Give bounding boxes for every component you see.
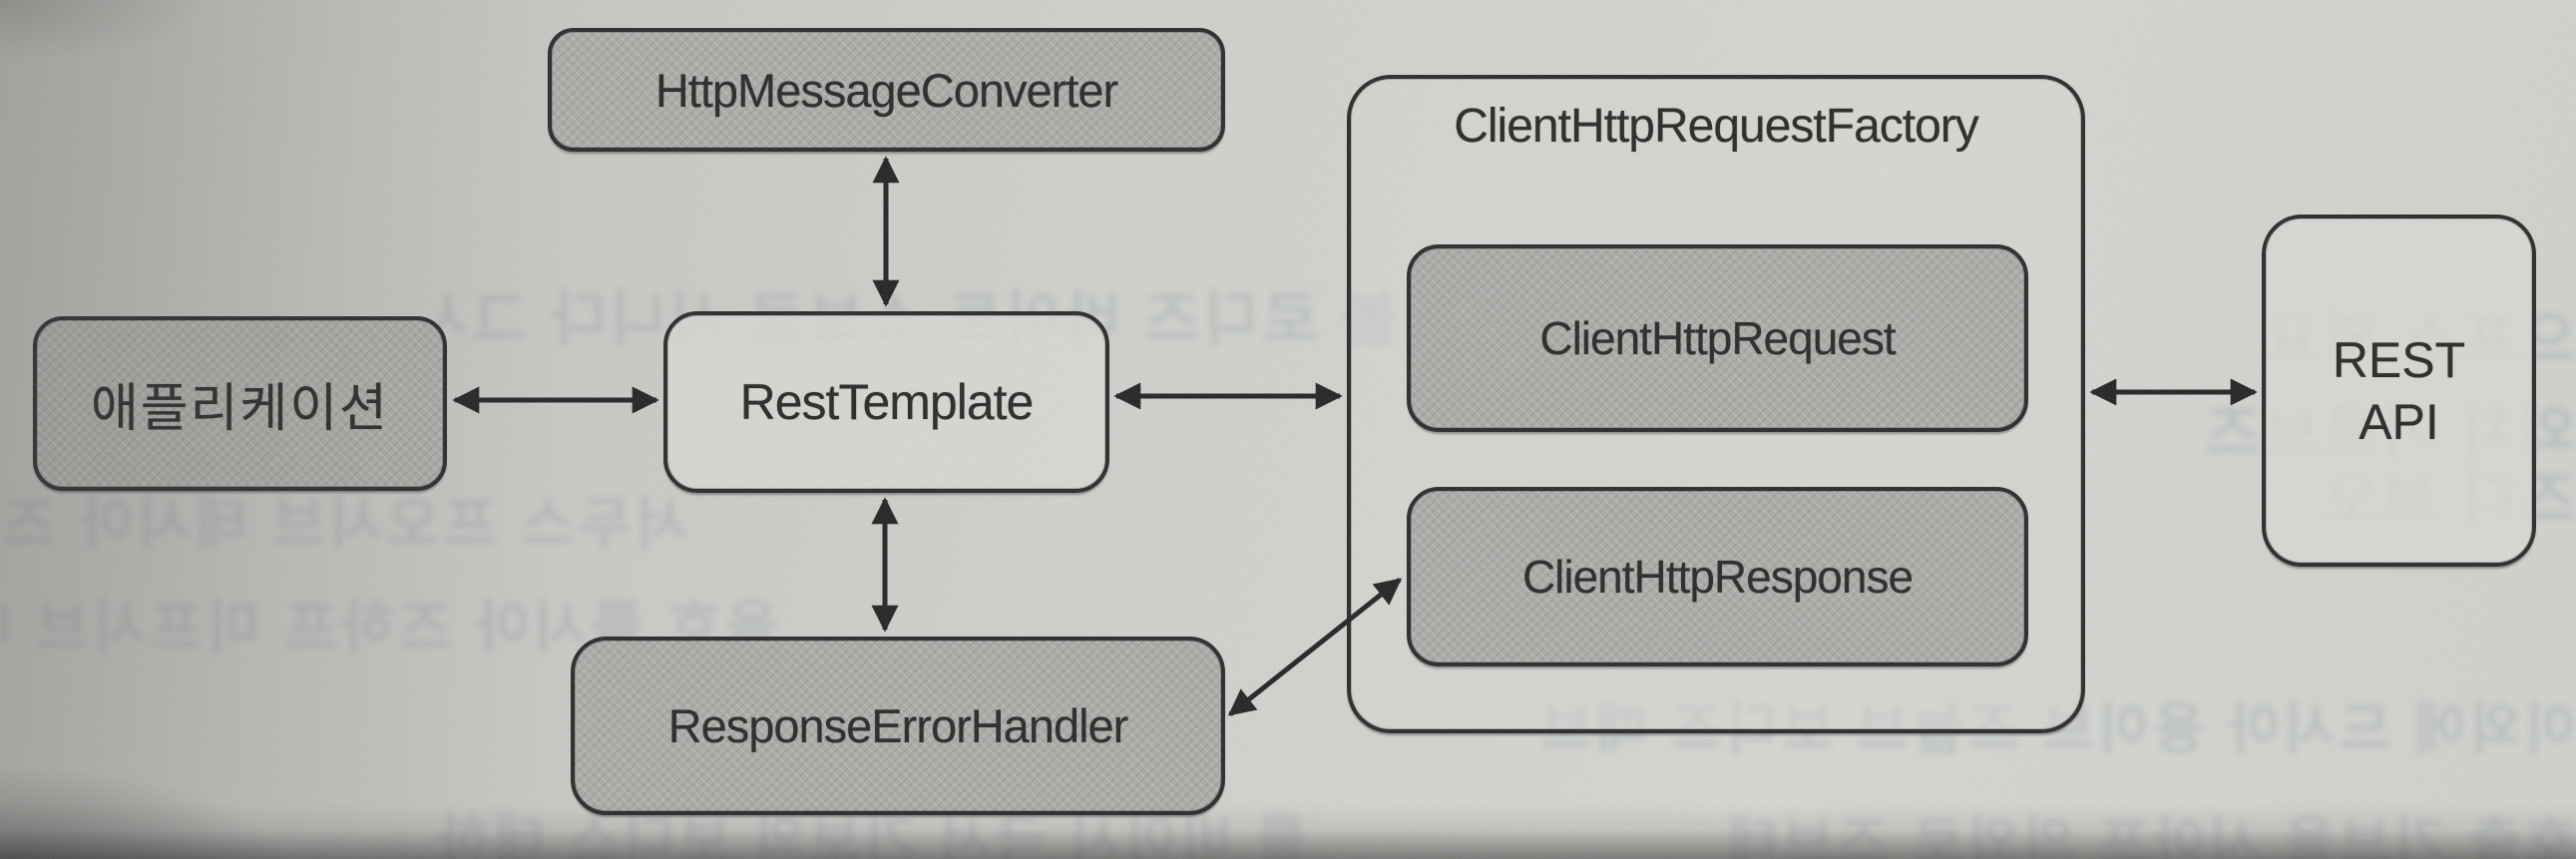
edge-clienthttpresponse-responseerrorhandler [1227,578,1403,716]
